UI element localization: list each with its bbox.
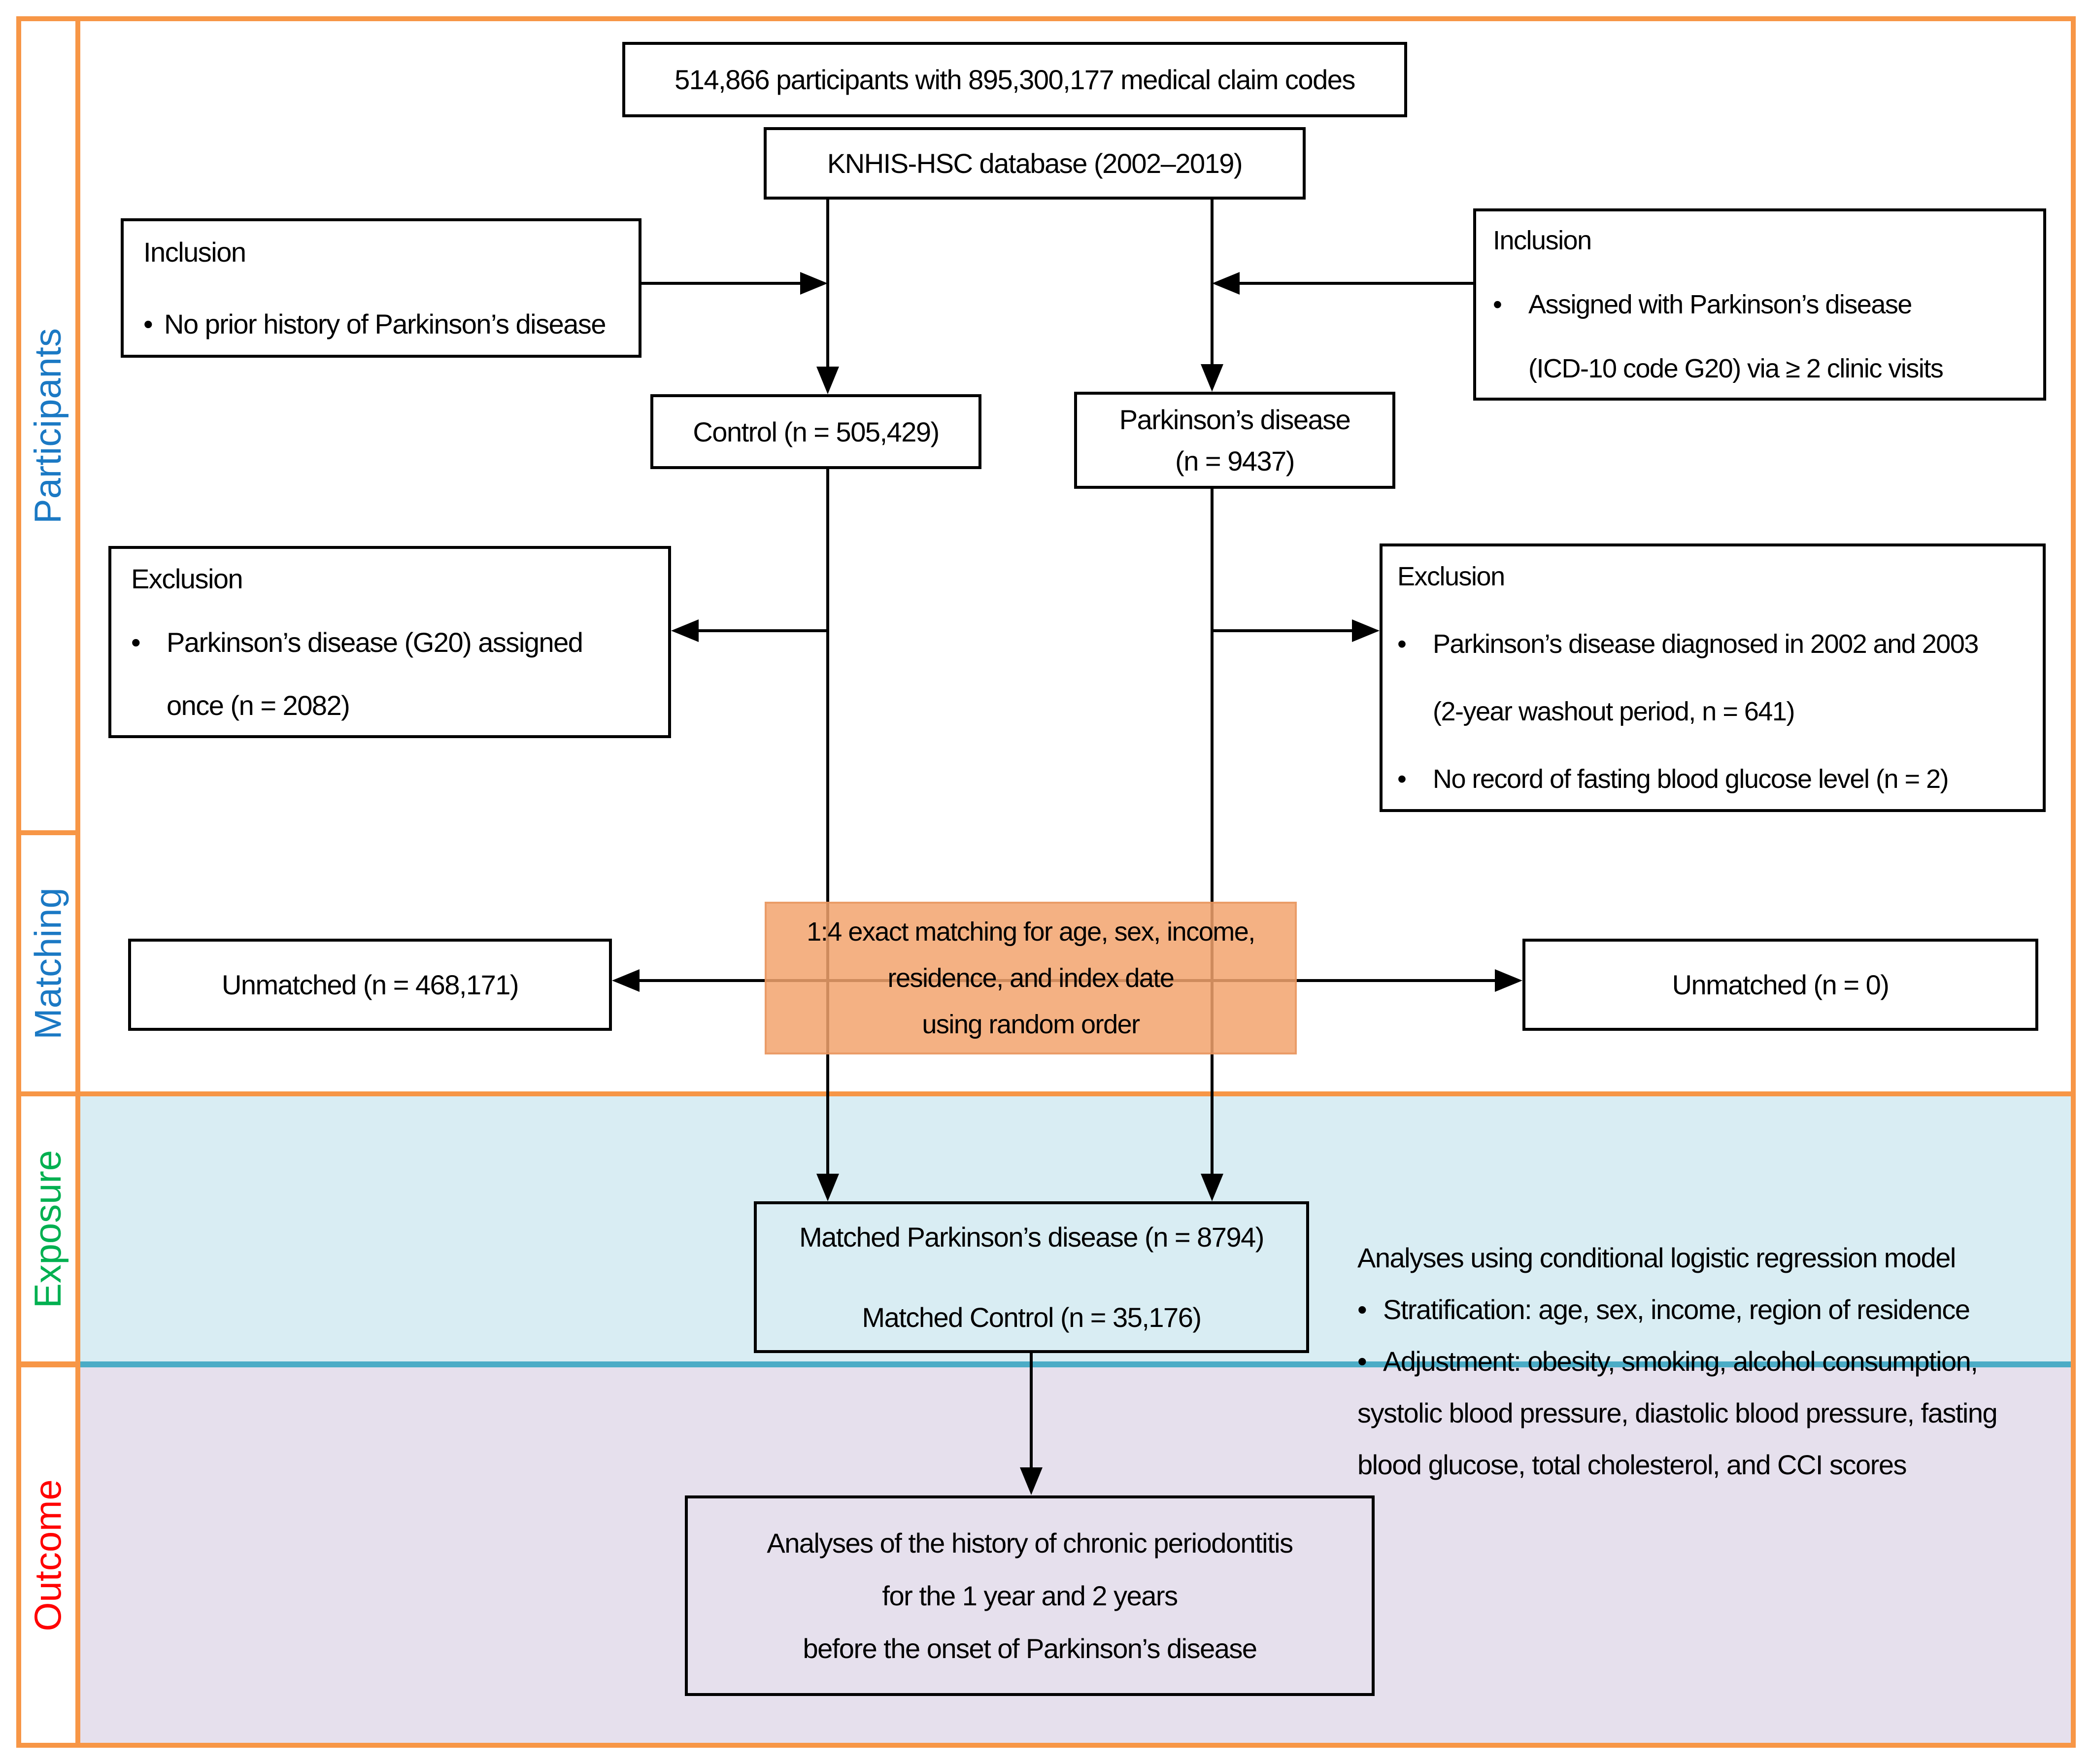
matched-line2: Matched Control (n = 35,176) <box>862 1302 1202 1333</box>
inclusion-left-item: • No prior history of Parkinson’s diseas… <box>143 308 619 340</box>
connector-database-to-control <box>826 200 829 367</box>
matching-label: Matching <box>27 887 69 1040</box>
arrowhead-control-top <box>816 367 839 394</box>
exclusion-left-item-line2: once (n = 2082) <box>167 690 350 721</box>
exposure-label: Exposure <box>27 1150 69 1308</box>
parkinsons-line2: (n = 9437) <box>1175 445 1295 476</box>
analyses-note: Analyses using conditional logistic regr… <box>1357 1232 2092 1491</box>
connector-parkinsons-to-matched <box>1211 489 1214 1174</box>
outcome-analyses-box: Analyses of the history of chronic perio… <box>685 1495 1375 1696</box>
parkinsons-box: Parkinson’s disease (n = 9437) <box>1074 392 1395 489</box>
exclusion-right-item1: • Parkinson’s disease diagnosed in 2002 … <box>1397 629 2028 659</box>
parkinsons-line1: Parkinson’s disease <box>1119 404 1351 435</box>
matching-line1: 1:4 exact matching for age, sex, income, <box>807 917 1255 947</box>
sidebar-divider <box>21 830 75 835</box>
exclusion-right-title: Exclusion <box>1397 562 1505 591</box>
analyses-cont2: blood glucose, total cholesterol, and CC… <box>1357 1449 1907 1480</box>
outcome-label: Outcome <box>27 1479 69 1631</box>
matching-method-box: 1:4 exact matching for age, sex, income,… <box>765 902 1297 1054</box>
exclusion-right-item2-text: No record of fasting blood glucose level… <box>1433 764 1949 794</box>
unmatched-left-text: Unmatched (n = 468,171) <box>221 969 519 1000</box>
inclusion-right-item: • Assigned with Parkinson’s disease <box>1493 289 2026 320</box>
unmatched-right-box: Unmatched (n = 0) <box>1522 939 2038 1031</box>
exclusion-left-item: • Parkinson’s disease (G20) assigned <box>131 626 648 658</box>
bullet-icon: • <box>131 626 141 658</box>
exposure-band <box>80 1091 2071 1367</box>
arrowhead-matched-left <box>816 1174 839 1201</box>
bullet-icon: • <box>1493 290 1502 319</box>
bullet-icon: • <box>1397 629 1407 659</box>
arrowhead-matched-right <box>1201 1174 1223 1201</box>
outcome-band <box>80 1367 2071 1743</box>
claims-text: 514,866 participants with 895,300,177 me… <box>675 64 1355 95</box>
inclusion-right-item-line1: Assigned with Parkinson’s disease <box>1528 290 1912 319</box>
arrowhead-unmatched-left <box>612 969 640 992</box>
connector-matched-to-outcome <box>1030 1353 1033 1467</box>
matched-line1: Matched Parkinson’s disease (n = 8794) <box>799 1221 1264 1253</box>
exclusion-right-item1-line2: (2-year washout period, n = 641) <box>1433 697 1795 726</box>
arrowhead-exclusion-left <box>671 619 699 642</box>
analyses-cont1: systolic blood pressure, diastolic blood… <box>1357 1397 1998 1428</box>
exclusion-right-item2: • No record of fasting blood glucose lev… <box>1397 764 2028 794</box>
sidebar-section-outcome: Outcome <box>21 1367 75 1743</box>
sidebar-section-exposure: Exposure <box>21 1096 75 1361</box>
database-box: KNHIS-HSC database (2002–2019) <box>764 127 1306 200</box>
arrowhead-exclusion-right <box>1352 619 1380 642</box>
sidebar-divider <box>21 1091 75 1096</box>
bullet-icon: • <box>1397 764 1407 794</box>
sidebar-divider <box>21 1361 75 1367</box>
bullet-icon: • <box>143 308 153 339</box>
analyses-item1-text: Stratification: age, sex, income, region… <box>1383 1294 1970 1325</box>
sidebar-section-participants: Participants <box>21 21 75 830</box>
sidebar: Participants Matching Exposure Outcome <box>16 16 80 1748</box>
arrowhead-inclusion-right <box>1212 272 1240 295</box>
matching-line3: using random order <box>922 1010 1140 1039</box>
outcome-line3: before the onset of Parkinson’s disease <box>803 1633 1257 1664</box>
participants-label: Participants <box>27 328 69 524</box>
connector-inclusion-left <box>641 282 800 285</box>
exclusion-left-item-line1: Parkinson’s disease (G20) assigned <box>167 626 583 658</box>
database-text: KNHIS-HSC database (2002–2019) <box>827 148 1243 179</box>
analyses-item2: • Adjustment: obesity, smoking, alcohol … <box>1357 1335 2092 1387</box>
outcome-line1: Analyses of the history of chronic perio… <box>767 1527 1293 1559</box>
unmatched-left-box: Unmatched (n = 468,171) <box>128 939 612 1031</box>
arrowhead-inclusion-left <box>800 272 828 295</box>
connector-control-to-matched <box>826 469 829 1174</box>
bullet-icon: • <box>1357 1294 1367 1325</box>
exclusion-left-box: Exclusion • Parkinson’s disease (G20) as… <box>108 546 671 738</box>
analyses-line1: Analyses using conditional logistic regr… <box>1357 1242 1956 1273</box>
inclusion-left-title: Inclusion <box>143 237 246 268</box>
exclusion-right-item1-line1: Parkinson’s disease diagnosed in 2002 an… <box>1433 629 1979 659</box>
connector-inclusion-right <box>1240 282 1473 285</box>
bullet-icon: • <box>1357 1346 1367 1377</box>
unmatched-right-text: Unmatched (n = 0) <box>1672 969 1890 1000</box>
inclusion-left-box: Inclusion • No prior history of Parkinso… <box>121 218 641 358</box>
sidebar-section-matching: Matching <box>21 835 75 1091</box>
inclusion-right-title: Inclusion <box>1493 226 1592 255</box>
control-box: Control (n = 505,429) <box>650 394 981 469</box>
arrowhead-unmatched-right <box>1495 969 1522 992</box>
analyses-item2-text: Adjustment: obesity, smoking, alcohol co… <box>1383 1346 1978 1377</box>
inclusion-right-item-line2: (ICD-10 code G20) via ≥ 2 clinic visits <box>1528 354 1944 383</box>
matching-line2: residence, and index date <box>887 963 1175 993</box>
arrowhead-outcome-top <box>1020 1467 1043 1495</box>
exclusion-left-title: Exclusion <box>131 563 243 594</box>
connector-exclusion-right <box>1212 629 1352 632</box>
claims-box: 514,866 participants with 895,300,177 me… <box>622 42 1407 117</box>
inclusion-right-box: Inclusion • Assigned with Parkinson’s di… <box>1473 208 2046 401</box>
matched-box: Matched Parkinson’s disease (n = 8794) M… <box>754 1201 1309 1353</box>
inclusion-left-item-text: No prior history of Parkinson’s disease <box>164 308 607 339</box>
connector-exclusion-left <box>699 629 828 632</box>
outcome-line2: for the 1 year and 2 years <box>882 1580 1178 1611</box>
control-text: Control (n = 505,429) <box>693 416 940 447</box>
analyses-item1: • Stratification: age, sex, income, regi… <box>1357 1284 2092 1335</box>
exclusion-right-box: Exclusion • Parkinson’s disease diagnose… <box>1380 543 2046 812</box>
arrowhead-parkinsons-top <box>1201 364 1223 392</box>
